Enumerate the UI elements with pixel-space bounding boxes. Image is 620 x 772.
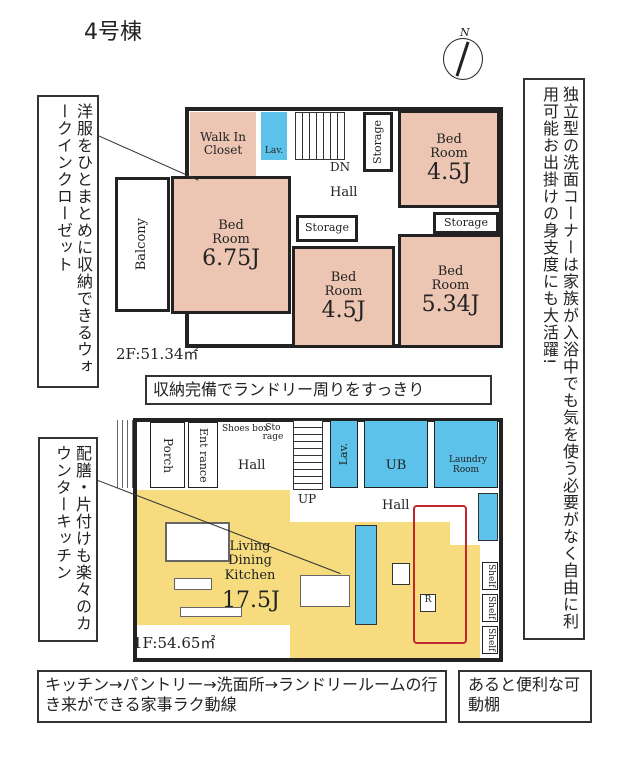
- callout-kitchen: 配膳・片付けも楽々のカウンターキッチン: [38, 437, 98, 642]
- shoes-box: Shoes box: [222, 424, 269, 434]
- pantry-cabinet: [392, 563, 410, 585]
- leader-line: [97, 135, 199, 181]
- storage-right: Storage: [433, 212, 499, 234]
- tv-board: [180, 607, 242, 617]
- housework-flow-path: [413, 505, 467, 644]
- lavatory-2f: Lav.: [261, 112, 287, 160]
- walk-in-closet: Walk In Closet: [190, 112, 256, 176]
- fridge: R: [420, 594, 436, 612]
- shelf-1: Shelf: [482, 562, 498, 590]
- shelf-2: Shelf: [482, 594, 498, 622]
- shelf-3: Shelf: [482, 626, 498, 654]
- room-size: 6.75J: [202, 246, 260, 272]
- callout-washroom: 独立型の洗面コーナーは家族が入浴中でも気を使う必要がなく自由に利用可能お出掛けの…: [523, 78, 585, 640]
- balcony: Balcony: [115, 177, 170, 312]
- storage-vertical: Storage: [363, 112, 393, 172]
- callout-laundry: 収納完備でランドリー周りをすっきり: [145, 375, 492, 405]
- laundry-label: Laundry Room: [449, 455, 488, 475]
- storage-1f: Sto rage: [262, 423, 284, 442]
- room-name: Bed Room: [324, 269, 363, 299]
- hall-1f-2: Hall: [382, 498, 410, 513]
- floor1-area: 1F:54.65㎡: [133, 634, 216, 652]
- up-label: UP: [298, 492, 317, 506]
- sofa: [165, 522, 230, 562]
- entrance: Ent rance: [188, 422, 218, 488]
- entrance-label: Ent rance: [197, 427, 211, 483]
- unit-bath: UB: [364, 420, 428, 488]
- dining-table: [300, 575, 350, 607]
- hall-1f: Hall: [238, 458, 266, 473]
- callout-shelf: あると便利な可動棚: [458, 670, 592, 723]
- storage-label: Storage: [370, 120, 384, 164]
- compass-north-label: N: [460, 26, 470, 39]
- room-size: 4.5J: [321, 298, 366, 324]
- hall-2f: Hall: [330, 185, 358, 200]
- porch-label: Porch: [161, 437, 176, 473]
- kitchen-counter: [355, 525, 377, 625]
- callout-flow: キッチン→パントリー→洗面所→ランドリールームの行き来ができる家事ラク動線: [37, 670, 447, 723]
- down-label: DN: [330, 160, 351, 174]
- callout-wic: 洋服をひとまとめに収納できるウォークインクローゼット: [37, 95, 99, 388]
- room-name: Bed Room: [212, 217, 250, 247]
- shelf-label: Shelf: [485, 628, 496, 652]
- bedroom-6-75: Bed Room 6.75J: [171, 176, 291, 314]
- bedroom-4-5-top: Bed Room 4.5J: [398, 110, 500, 208]
- bedroom-5-34: Bed Room 5.34J: [398, 234, 503, 348]
- shelf-label: Shelf: [485, 564, 496, 588]
- floor2-area: 2F:51.34㎡: [116, 345, 199, 363]
- lavatory-1f: Lav.: [330, 420, 358, 488]
- washroom-sink: [478, 493, 498, 541]
- lav-label: Lav.: [336, 442, 350, 466]
- storage-mid: Storage: [296, 215, 358, 242]
- room-size: 4.5J: [427, 160, 471, 186]
- compass-icon: [443, 38, 483, 80]
- ub-label: UB: [385, 457, 407, 473]
- entry-steps: [113, 420, 133, 488]
- staircase-2f: [295, 112, 345, 160]
- laundry-room: Laundry Room: [434, 420, 498, 488]
- porch: Porch: [150, 422, 185, 488]
- staircase-1f: [293, 420, 323, 490]
- shelf-label: Shelf: [485, 596, 496, 620]
- balcony-label: Balcony: [134, 218, 150, 271]
- bedroom-4-5-mid: Bed Room 4.5J: [292, 246, 395, 348]
- room-size: 5.34J: [421, 292, 480, 318]
- building-title: 4号棟: [84, 20, 142, 45]
- room-name: Bed Room: [430, 131, 468, 161]
- coffee-table: [174, 578, 212, 590]
- room-name: Bed Room: [431, 263, 470, 293]
